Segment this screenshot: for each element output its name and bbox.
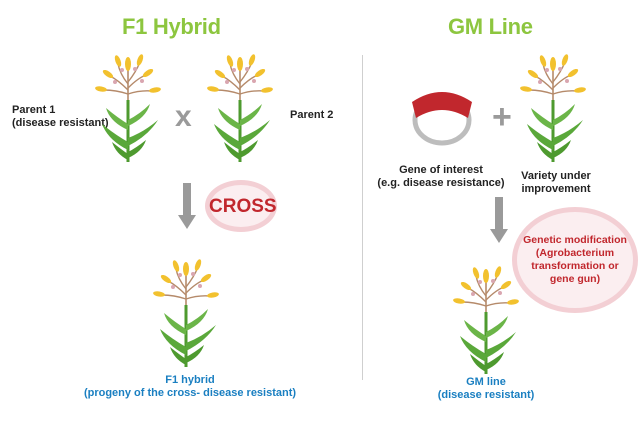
gm-line-plant-icon: [451, 263, 521, 376]
f1-hybrid-result-label: F1 hybrid (progeny of the cross- disease…: [83, 374, 297, 399]
variety-plant-icon: [518, 51, 588, 164]
down-arrow-icon: [178, 183, 196, 229]
plus-operator-icon: +: [492, 98, 512, 136]
gm-line-title: GM Line: [448, 14, 533, 39]
parent1-label: Parent 1 (disease resistant): [12, 104, 109, 129]
panel-divider: [362, 55, 363, 380]
plasmid-icon: [412, 92, 472, 146]
f1-hybrid-plant-icon: [151, 256, 221, 369]
genetic-modification-badge: [512, 207, 638, 313]
cross-step-badge: [205, 180, 277, 232]
genetic-modification-label: Genetic modification (Agrobacterium tran…: [523, 234, 627, 285]
cross-step-label: CROSS: [209, 196, 277, 217]
down-arrow-icon: [490, 197, 508, 243]
gene-of-interest-label: Gene of interest (e.g. disease resistanc…: [377, 164, 505, 189]
parent2-plant-icon: [205, 51, 275, 164]
f1-hybrid-title: F1 Hybrid: [122, 14, 221, 39]
parent2-label: Parent 2: [290, 109, 334, 121]
variety-label: Variety under improvement: [521, 170, 591, 195]
parent1-plant-icon: [93, 51, 163, 164]
gm-line-result-label: GM line (disease resistant): [437, 376, 535, 401]
cross-operator-icon: x: [175, 100, 192, 133]
